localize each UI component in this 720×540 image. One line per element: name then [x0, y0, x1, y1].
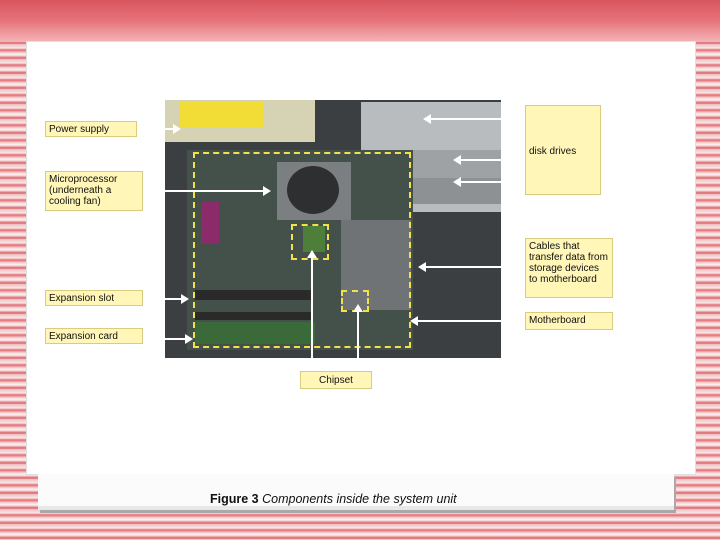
psu-sticker [179, 102, 263, 128]
power-supply-label: Power supply [45, 121, 137, 137]
chipset-pointer [353, 304, 363, 371]
disk-drives-arrow-1 [423, 114, 525, 124]
expansion-slot-arrow [143, 294, 189, 304]
microprocessor-arrow [143, 186, 271, 196]
processor-chip [303, 226, 325, 252]
microprocessor-pointer [307, 250, 317, 371]
disk-drives-label: disk drives [525, 105, 601, 195]
header-band [0, 0, 720, 42]
cables-arrow [418, 262, 525, 272]
power-supply-arrow [137, 124, 181, 134]
microprocessor-label: Microprocessor (underneath a cooling fan… [45, 171, 143, 211]
expansion-slot-label: Expansion slot [45, 290, 143, 306]
expansion-card-arrow [143, 334, 193, 344]
motherboard-arrow [410, 316, 525, 326]
motherboard-label: Motherboard [525, 312, 613, 330]
figure-caption-text: Components inside the system unit [262, 492, 457, 506]
caption-bar [38, 474, 674, 510]
memory-module [201, 202, 219, 244]
figure-number: Figure 3 [210, 492, 259, 506]
expansion-card-board [195, 322, 315, 344]
ribbon-cable [341, 220, 411, 310]
chipset-label: Chipset [300, 371, 372, 389]
power-supply-unit [165, 100, 315, 142]
cooling-fan [287, 166, 339, 214]
expansion-slot-2 [195, 312, 313, 320]
figure-caption: Figure 3 Components inside the system un… [210, 492, 457, 506]
expansion-card-label: Expansion card [45, 328, 143, 344]
motherboard-outline [193, 152, 411, 348]
disk-drives-arrow-3 [453, 177, 525, 187]
expansion-slot-1 [195, 290, 313, 300]
system-unit-photo [165, 100, 501, 358]
cables-label: Cables that transfer data from storage d… [525, 238, 613, 298]
disk-drives-arrow-2 [453, 155, 525, 165]
microprocessor-outline [291, 224, 329, 260]
